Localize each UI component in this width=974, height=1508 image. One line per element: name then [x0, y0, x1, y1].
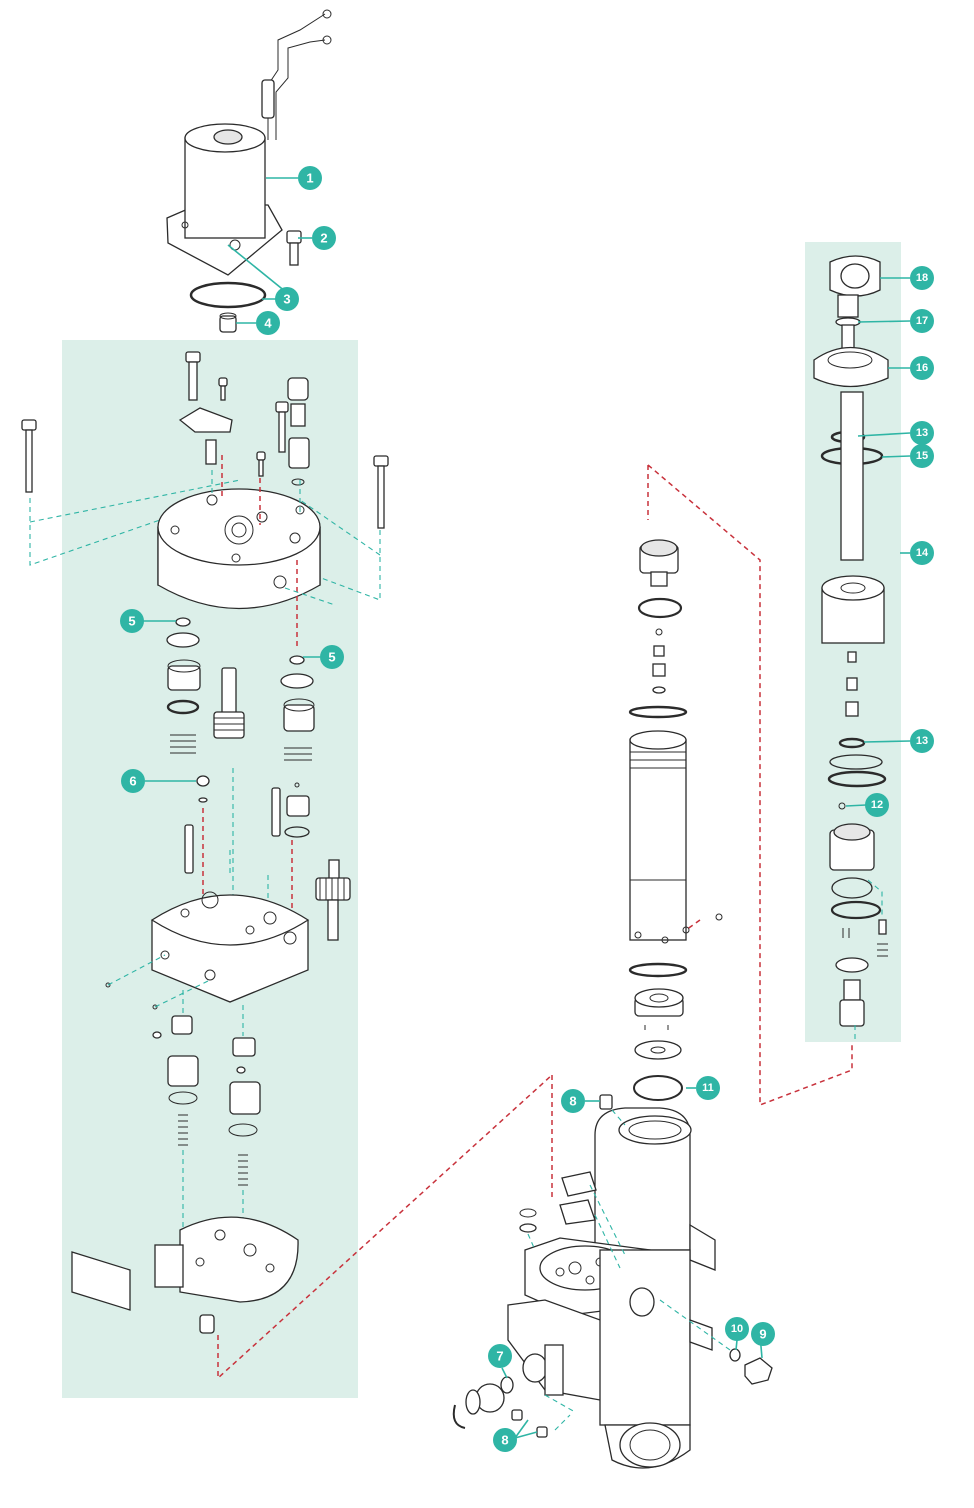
svg-text:16: 16 — [916, 362, 928, 374]
pump-lower-body — [105, 891, 310, 1010]
svg-text:5: 5 — [328, 650, 335, 665]
svg-text:5: 5 — [128, 614, 135, 629]
callout-2: 2 — [312, 226, 336, 250]
svg-text:7: 7 — [496, 1349, 503, 1364]
callout-18: 18 — [910, 266, 934, 290]
svg-text:12: 12 — [871, 799, 883, 811]
callout-9: 9 — [751, 1322, 775, 1346]
long-bolt-left — [21, 419, 37, 493]
callout-5a: 5 — [120, 609, 144, 633]
svg-text:4: 4 — [264, 316, 272, 331]
callout-14: 14 — [910, 541, 934, 565]
o-ring-3 — [189, 281, 267, 309]
svg-text:17: 17 — [916, 315, 928, 327]
callout-16: 16 — [910, 356, 934, 380]
svg-text:15: 15 — [916, 450, 928, 462]
bushing-4 — [219, 312, 237, 333]
housing-small-parts — [452, 1094, 773, 1438]
motor — [166, 9, 332, 276]
callout-7: 7 — [488, 1344, 512, 1368]
pump-lower-valves — [152, 1015, 261, 1186]
cylinder-tube-parts — [628, 539, 723, 1101]
callout-11: 11 — [696, 1076, 720, 1100]
svg-text:1: 1 — [306, 171, 313, 186]
callout-3: 3 — [275, 287, 299, 311]
svg-text:6: 6 — [129, 774, 136, 789]
pump-bottom-plate — [71, 1216, 299, 1334]
pump-gear — [315, 859, 351, 941]
svg-text:8: 8 — [569, 1094, 576, 1109]
svg-text:9: 9 — [759, 1327, 766, 1342]
callout-13b: 13 — [910, 729, 934, 753]
svg-text:18: 18 — [916, 272, 928, 284]
svg-text:8: 8 — [501, 1433, 508, 1448]
callout-5b: 5 — [320, 645, 344, 669]
callout-12: 12 — [865, 793, 889, 817]
svg-text:10: 10 — [731, 1323, 743, 1335]
callout-13a: 13 — [910, 421, 934, 445]
svg-text:13: 13 — [916, 427, 928, 439]
callout-4: 4 — [256, 311, 280, 335]
screw-2 — [286, 230, 302, 266]
long-bolt-right — [373, 455, 389, 529]
callout-1: 1 — [298, 166, 322, 190]
pump-upper-body — [157, 488, 321, 610]
callout-6: 6 — [121, 769, 145, 793]
pump-middle-parts — [166, 617, 315, 874]
svg-text:2: 2 — [320, 231, 327, 246]
cylinder-rod-assembly — [813, 255, 889, 1027]
pump-top-parts — [178, 351, 310, 486]
callout-15: 15 — [910, 444, 934, 468]
callout-8b: 8 — [493, 1428, 517, 1452]
svg-text:3: 3 — [283, 292, 290, 307]
callout-8a: 8 — [561, 1089, 585, 1113]
callout-10: 10 — [725, 1317, 749, 1341]
svg-text:14: 14 — [916, 547, 929, 559]
main-housing — [507, 1107, 716, 1469]
svg-text:13: 13 — [916, 735, 928, 747]
svg-text:11: 11 — [702, 1082, 714, 1094]
callout-17: 17 — [910, 309, 934, 333]
